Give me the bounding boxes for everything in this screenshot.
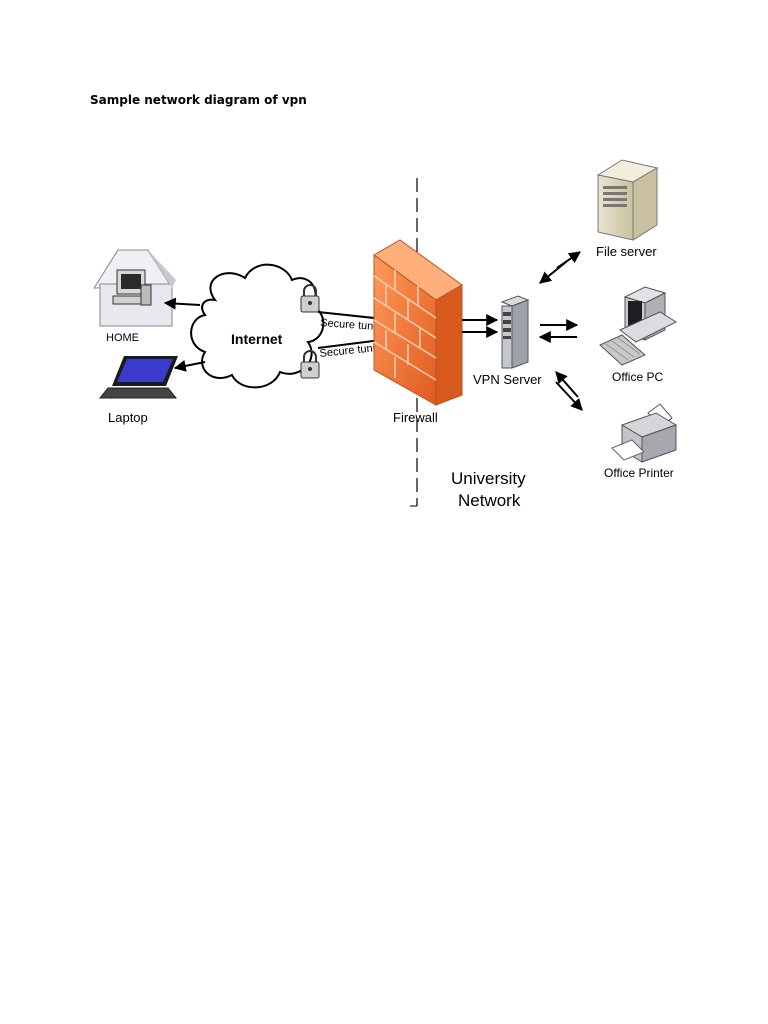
desktop-pc-icon xyxy=(599,286,678,366)
office-pc-label: Office PC xyxy=(612,370,663,384)
university-network-label-line1: University xyxy=(451,469,526,488)
file-server-icon xyxy=(596,159,659,241)
vpn-to-printer-arrow xyxy=(555,381,583,411)
cloud-to-laptop-arrow xyxy=(173,359,206,372)
printer-to-vpn-arrow xyxy=(555,371,579,398)
university-network-label-line2: Network xyxy=(458,491,521,510)
file-server-to-vpn-arrow xyxy=(539,261,567,284)
padlock-icon xyxy=(300,350,320,379)
home-label: HOME xyxy=(106,332,139,344)
office-printer-label: Office Printer xyxy=(604,466,674,480)
laptop-label: Laptop xyxy=(108,410,148,425)
document-title: Sample network diagram of vpn xyxy=(90,93,307,107)
secure-tunnel-label-1: Secure tunnel xyxy=(320,317,389,334)
file-server-label: File server xyxy=(596,244,657,259)
cloud-to-home-arrow xyxy=(163,297,201,310)
printer-icon xyxy=(611,403,678,463)
firewall-label: Firewall xyxy=(393,410,438,425)
internet-label: Internet xyxy=(231,331,283,347)
laptop-icon xyxy=(98,356,178,399)
house-icon xyxy=(93,249,176,327)
padlock-icon xyxy=(300,284,320,313)
vpn-server-label: VPN Server xyxy=(473,372,542,387)
firewall-icon xyxy=(373,239,463,406)
server-tower-icon xyxy=(500,295,530,369)
